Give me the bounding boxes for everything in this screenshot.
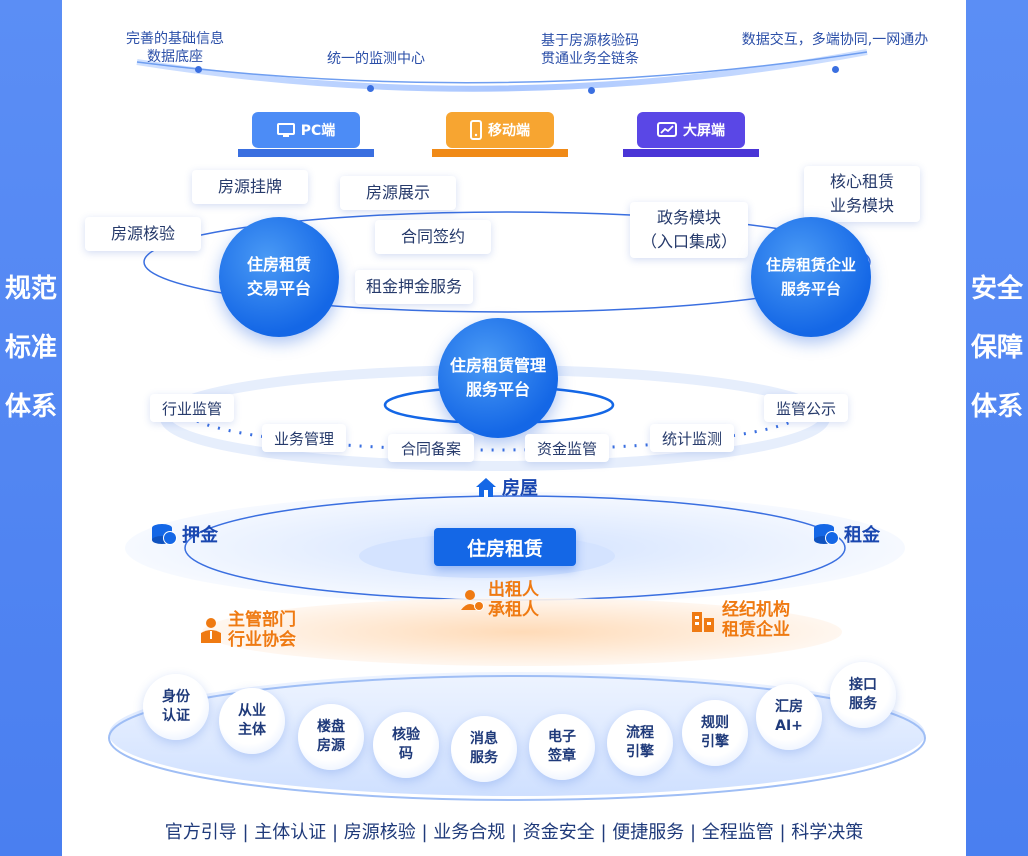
core-center: 住房租赁	[434, 528, 576, 566]
agency-node: 经纪机构 租赁企业	[690, 600, 790, 640]
bubble-workflow-engine: 流程 引擎	[607, 710, 673, 776]
bubble-verify-code: 核验 码	[373, 712, 439, 778]
house-icon	[476, 478, 496, 497]
top-arc-dot	[832, 66, 839, 73]
coin-stack-icon	[814, 524, 839, 545]
terminal-mobile-base	[432, 149, 568, 157]
tag-statistics-monitor: 统计监测	[650, 424, 734, 452]
top-label-data-foundation: 完善的基础信息 数据底座	[126, 31, 224, 65]
terminal-bigscreen: 大屏端	[637, 112, 745, 148]
phone-icon	[470, 120, 482, 140]
rent-label: 租金	[844, 525, 880, 546]
top-label-monitor-center: 统一的监测中心	[327, 51, 425, 67]
tag-industry-supervision: 行业监管	[150, 394, 234, 422]
tag-supervision-publicity: 监管公示	[764, 394, 848, 422]
terminal-pc: PC端	[252, 112, 360, 148]
tag-fund-supervision: 资金监管	[525, 434, 609, 462]
top-arc	[136, 49, 868, 92]
management-platform: 住房租赁管理 服务平台	[438, 318, 558, 438]
bubble-e-signature: 电子 签章	[529, 714, 595, 780]
people-label: 出租人 承租人	[488, 580, 539, 620]
bubble-api-service: 接口 服务	[830, 662, 896, 728]
terminal-bigscreen-label: 大屏端	[683, 123, 725, 139]
left-side-title: 规范标准体系	[4, 274, 57, 422]
tag-gov-module: 政务模块 （入口集成）	[630, 202, 748, 258]
house-node: 房屋	[474, 474, 538, 500]
terminal-pc-base	[238, 149, 374, 157]
chart-screen-icon	[657, 122, 677, 137]
tag-verify: 房源核验	[85, 217, 201, 251]
tag-contract-sign: 合同签约	[375, 220, 491, 254]
right-side-title: 安全保障体系	[970, 274, 1023, 422]
dept-node: 主管部门 行业协会	[200, 610, 296, 650]
platform-orbit	[143, 211, 871, 313]
house-label: 房屋	[502, 478, 538, 499]
bubble-message-service: 消息 服务	[451, 716, 517, 782]
bubble-ai: 汇房 AI+	[756, 684, 822, 750]
dept-label: 主管部门 行业协会	[228, 610, 296, 650]
tag-listing: 房源挂牌	[192, 170, 308, 204]
tag-core-rental: 核心租赁 业务模块	[804, 166, 920, 222]
bubble-property: 楼盘 房源	[298, 704, 364, 770]
agency-label: 经纪机构 租赁企业	[722, 600, 790, 640]
bubble-identity-auth: 身份 认证	[143, 674, 209, 740]
top-arc-dot	[195, 66, 202, 73]
deposit-label: 押金	[182, 525, 218, 546]
terminal-pc-label: PC端	[300, 123, 336, 139]
bubble-practitioner: 从业 主体	[219, 688, 285, 754]
top-arc-dot	[367, 85, 374, 92]
trading-platform: 住房租赁 交易平台	[219, 217, 339, 337]
terminal-bigscreen-base	[623, 149, 759, 157]
people-node: 出租人 承租人	[460, 580, 539, 620]
bubble-rule-engine: 规则 引擎	[682, 700, 748, 766]
tag-business-management: 业务管理	[262, 424, 346, 452]
coin-stack-icon	[152, 524, 177, 545]
right-side-bar: 安全保障体系	[966, 0, 1028, 856]
deposit-node: 押金	[150, 520, 218, 548]
tag-rent-deposit: 租金押金服务	[355, 270, 473, 304]
left-side-bar: 规范标准体系	[0, 0, 62, 856]
footer-slogans: 官方引导 | 主体认证 | 房源核验 | 业务合规 | 资金安全 | 便捷服务 …	[164, 822, 864, 843]
enterprise-platform: 住房租赁企业 服务平台	[751, 217, 871, 337]
top-label-interaction: 数据交互，多端协同,一网通办	[741, 32, 929, 48]
monitor-icon	[276, 123, 295, 137]
tag-display: 房源展示	[340, 176, 456, 210]
official-person-icon	[201, 618, 221, 643]
tag-contract-filing: 合同备案	[388, 434, 474, 462]
person-check-icon	[461, 590, 484, 611]
terminal-mobile: 移动端	[446, 112, 554, 148]
top-label-verify-code: 基于房源核验码 贯通业务全链条	[541, 33, 639, 67]
top-arc-dot	[588, 87, 595, 94]
rent-node: 租金	[812, 520, 880, 548]
terminal-mobile-label: 移动端	[488, 123, 530, 139]
building-icon	[692, 612, 714, 632]
